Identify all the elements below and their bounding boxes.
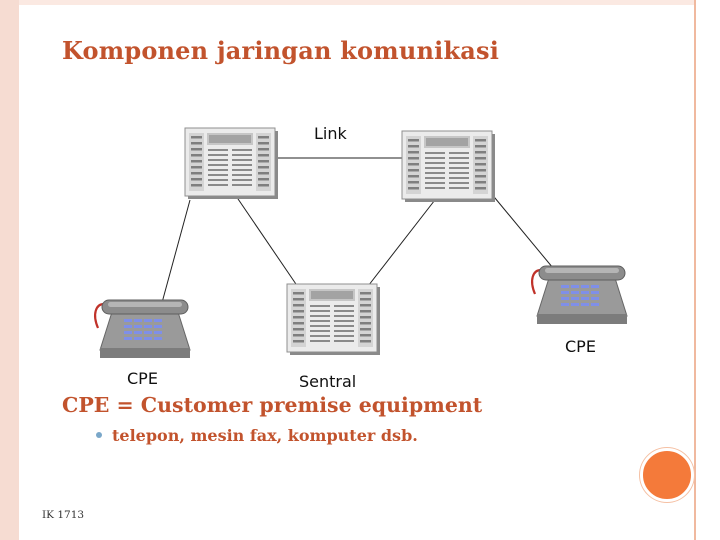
link-line-left-to-sentral: [235, 195, 301, 291]
link-label: Link: [314, 124, 347, 143]
switch-cabinet-icon: [286, 283, 381, 356]
slide-frame-top: [19, 0, 694, 5]
sentral-label: Sentral: [299, 372, 357, 391]
cpe-definition-heading: CPE = Customer premise equipment: [62, 393, 483, 417]
slide-frame-right-line: [694, 0, 696, 540]
cpe-right-label: CPE: [565, 337, 596, 356]
link-line-right-to-sentral: [364, 195, 439, 291]
switch-cabinet-icon: [184, 127, 279, 200]
slide-frame-left: [0, 0, 19, 540]
bullet-item: telepon, mesin fax, komputer dsb.: [96, 426, 418, 445]
bullet-text: telepon, mesin fax, komputer dsb.: [112, 426, 418, 445]
link-line-left-to-phone: [159, 199, 191, 311]
switch-cabinet-icon: [401, 130, 496, 203]
cpe-left-label: CPE: [127, 369, 158, 388]
link-line-right-to-phone: [489, 191, 554, 269]
slide-footer: IK 1713: [42, 509, 85, 521]
slide-title: Komponen jaringan komunikasi: [62, 36, 500, 65]
telephone-icon: [531, 264, 629, 326]
telephone-icon: [94, 298, 192, 360]
bullet-dot-icon: [96, 432, 102, 438]
decor-circle: [640, 448, 694, 502]
